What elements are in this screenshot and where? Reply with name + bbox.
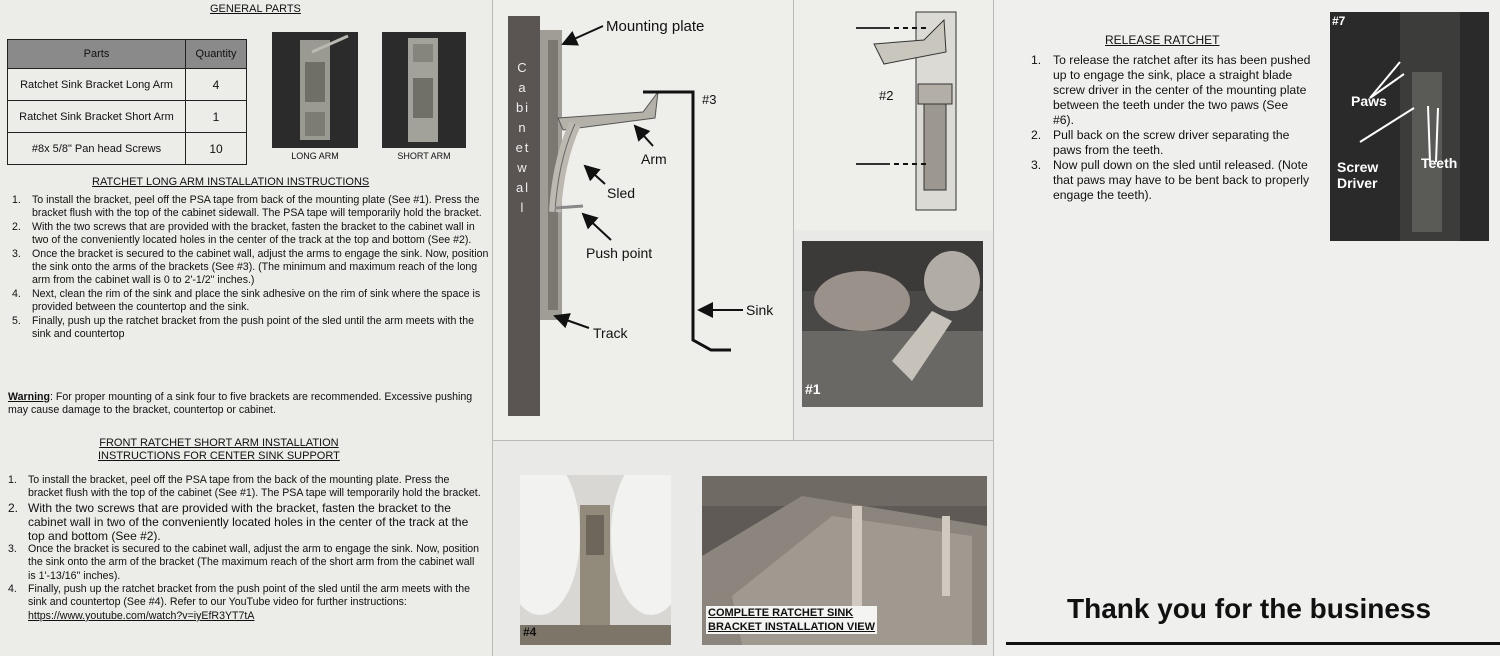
long-arm-photo [272, 32, 358, 148]
arm-label: Arm [641, 151, 667, 167]
warning-label: Warning [8, 391, 50, 403]
photo-7-number: #7 [1332, 14, 1346, 28]
list-item: 4.Next, clean the rim of the sink and pl… [12, 287, 481, 314]
release-ratchet-title: RELEASE RATCHET [1105, 33, 1220, 47]
divider [492, 0, 493, 656]
list-item: 2.With the two screws that are provided … [8, 500, 469, 543]
list-item: 3.Once the bracket is secured to the cab… [12, 247, 489, 287]
sled-label: Sled [607, 185, 636, 201]
long-arm-title: RATCHET LONG ARM INSTALLATION INSTRUCTIO… [92, 176, 370, 188]
list-item: 3.Once the bracket is secured to the cab… [8, 542, 480, 582]
left-instructions-panel: GENERAL PARTS Parts Quantity Ratchet Sin… [0, 0, 492, 656]
youtube-link[interactable]: https://www.youtube.com/watch?v=iyEfR3YT… [28, 609, 255, 622]
part-name: Ratchet Sink Bracket Short Arm [7, 100, 186, 133]
list-item: 5.Finally, push up the ratchet bracket f… [12, 314, 475, 341]
photo-7: #7 Paws Screw Driver Teeth [1330, 12, 1489, 241]
list-item: 2.Pull back on the screw driver separati… [1031, 128, 1290, 157]
table-row: #8x 5/8" Pan head Screws 10 [7, 132, 247, 165]
part-name: #8x 5/8" Pan head Screws [7, 132, 186, 165]
warning-text: : For proper mounting of a sink four to … [8, 391, 473, 417]
divider [793, 0, 794, 440]
sink-label: Sink [746, 302, 774, 318]
part-name: Ratchet Sink Bracket Long Arm [7, 68, 186, 101]
photo-4-label: #4 [523, 625, 537, 639]
list-item: 1.To install the bracket, peel off the P… [8, 474, 481, 500]
table-row: Ratchet Sink Bracket Short Arm 1 [7, 100, 247, 133]
list-item: 3.Now pull down on the sled until releas… [1031, 158, 1310, 202]
short-arm-caption: SHORT ARM [397, 151, 451, 161]
right-panel: RELEASE RATCHET 1.To release the ratchet… [994, 0, 1500, 656]
push-point-label: Push point [586, 245, 653, 261]
parts-table: Parts Quantity Ratchet Sink Bracket Long… [7, 39, 247, 165]
long-arm-caption: LONG ARM [291, 151, 339, 161]
bottom-rule [1006, 642, 1500, 645]
parts-header: Parts [7, 39, 186, 69]
table-row: Ratchet Sink Bracket Long Arm 4 [7, 68, 247, 101]
list-item: 1.To release the ratchet after its has b… [1031, 53, 1311, 127]
diagram-3-panel: Cabinet wall Mounting plate #3 Arm Sled … [493, 0, 793, 440]
short-arm-photo [382, 32, 466, 148]
divider [993, 0, 994, 656]
list-item: 1.To install the bracket, peel off the P… [12, 194, 482, 220]
paws-label: Paws [1351, 93, 1387, 109]
warning-note: Warning: For proper mounting of a sink f… [8, 391, 486, 418]
diagram-2-number: #2 [879, 88, 894, 103]
photo-1: #1 [802, 241, 983, 407]
cabinet-wall-label: Cabinet wall [515, 60, 531, 215]
list-item: 4.Finally, push up the ratchet bracket f… [8, 583, 471, 622]
screw-driver-label: Screw Driver [1337, 159, 1379, 191]
complete-installation-caption: COMPLETE RATCHET SINK BRACKET INSTALLATI… [706, 606, 878, 634]
short-arm-steps: 1.To install the bracket, peel off the P… [8, 474, 484, 623]
photo-4: #4 [520, 475, 671, 645]
part-quantity: 1 [185, 100, 247, 133]
part-quantity: 10 [185, 132, 247, 165]
part-quantity: 4 [185, 68, 247, 101]
divider [492, 440, 993, 441]
long-arm-steps: 1.To install the bracket, peel off the P… [12, 194, 490, 341]
release-steps: 1.To release the ratchet after its has b… [1031, 53, 1311, 203]
complete-installation-photo: COMPLETE RATCHET SINK BRACKET INSTALLATI… [702, 476, 987, 645]
quantity-header: Quantity [185, 39, 247, 69]
diagram-3-number: #3 [702, 92, 717, 107]
photo-1-label: #1 [805, 381, 821, 397]
general-parts-title: GENERAL PARTS [210, 3, 301, 15]
teeth-label: Teeth [1421, 155, 1458, 171]
short-arm-title: FRONT RATCHET SHORT ARM INSTALLATION INS… [98, 437, 340, 462]
diagram-2-panel: #2 [794, 0, 993, 230]
mounting-plate-label: Mounting plate [606, 18, 705, 35]
thank-you-message: Thank you for the business [1067, 593, 1432, 624]
list-item: 2.With the two screws that are provided … [12, 220, 475, 247]
track-label: Track [593, 325, 628, 341]
